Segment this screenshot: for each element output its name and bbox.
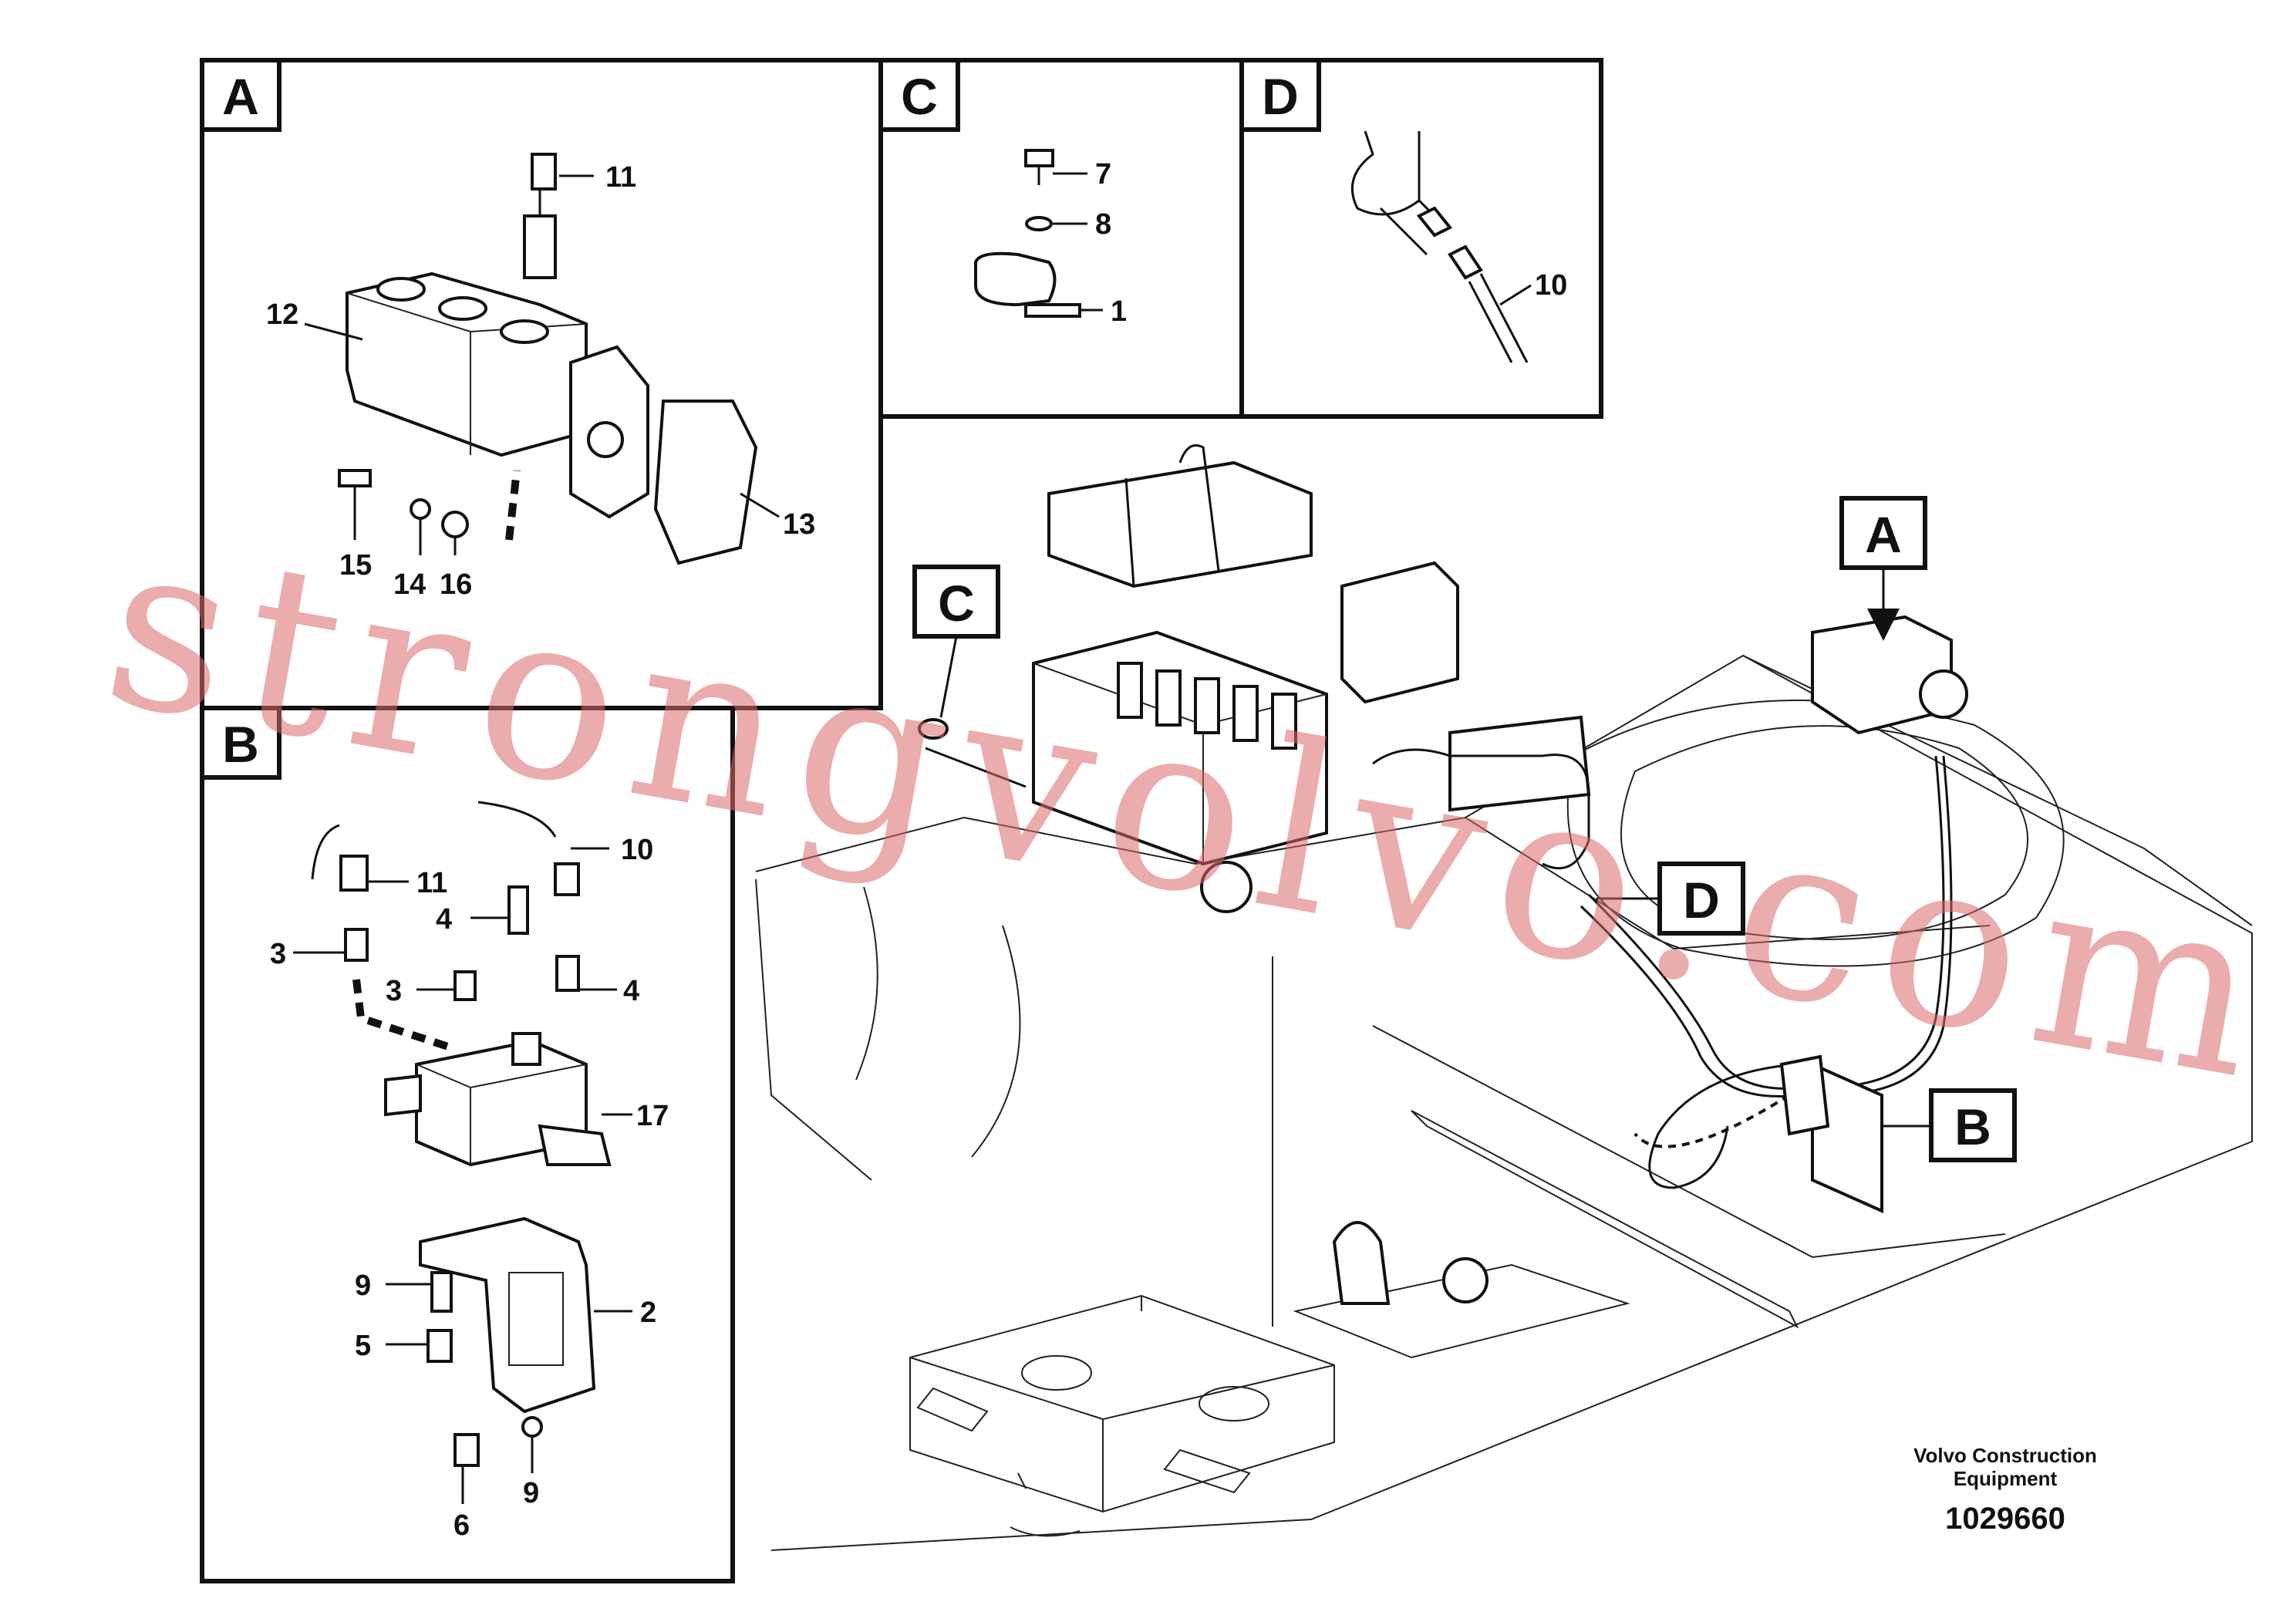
- main-tag-B[interactable]: B: [1882, 1088, 2017, 1162]
- svg-text:D: D: [1262, 68, 1299, 125]
- company-line-2: Equipment: [1954, 1467, 2058, 1490]
- callout-A-11: 11: [605, 161, 636, 194]
- main-assembly-view: [755, 444, 2253, 1551]
- main-tag-C[interactable]: C: [912, 565, 1000, 718]
- callout-B-3a: 3: [270, 938, 286, 970]
- drawing-number: 1029660: [1945, 1502, 2065, 1536]
- svg-text:D: D: [1683, 872, 1720, 929]
- callout-C-7: 7: [1095, 158, 1111, 191]
- callout-C-1: 1: [1111, 295, 1127, 328]
- callout-A-15: 15: [339, 549, 372, 582]
- panel-A: A 11 12 13 15 14 16: [200, 58, 883, 710]
- panel-C-tag: C: [878, 58, 960, 132]
- callout-B-2: 2: [640, 1297, 656, 1329]
- callout-B-6: 6: [453, 1509, 470, 1542]
- callout-B-5: 5: [355, 1330, 371, 1362]
- svg-text:C: C: [938, 575, 975, 632]
- main-tag-A[interactable]: A: [1839, 496, 1927, 641]
- footer-block: Volvo Construction Equipment 1029660: [1913, 1444, 2097, 1536]
- callout-B-10: 10: [621, 834, 653, 866]
- callout-B-9b: 9: [523, 1477, 539, 1509]
- svg-text:A: A: [222, 68, 259, 125]
- panel-D-tag: D: [1239, 58, 1321, 132]
- callout-B-4a: 4: [436, 903, 452, 936]
- svg-text:B: B: [222, 716, 259, 773]
- callout-B-9a: 9: [355, 1270, 371, 1302]
- company-line-1: Volvo Construction: [1913, 1444, 2097, 1467]
- callout-B-3b: 3: [386, 975, 402, 1007]
- callout-A-12: 12: [266, 298, 298, 331]
- panel-C: C 7 8 1: [878, 58, 1244, 419]
- callout-B-11: 11: [416, 867, 447, 899]
- svg-text:C: C: [901, 68, 938, 125]
- panel-B: B 10 11: [200, 706, 735, 1583]
- panel-A-tag: A: [200, 58, 282, 132]
- callout-B-17: 17: [636, 1100, 669, 1132]
- callout-B-4b: 4: [623, 975, 639, 1007]
- svg-text:A: A: [1865, 506, 1902, 563]
- panel-D: D 10: [1239, 58, 1603, 419]
- callout-A-14: 14: [393, 568, 426, 601]
- callout-A-16: 16: [440, 568, 472, 601]
- svg-text:B: B: [1954, 1098, 1991, 1155]
- panel-B-tag: B: [200, 706, 282, 780]
- main-tag-D[interactable]: D: [1596, 862, 1745, 936]
- callout-D-10: 10: [1535, 269, 1567, 302]
- callout-C-8: 8: [1095, 208, 1111, 241]
- callout-A-13: 13: [783, 508, 815, 541]
